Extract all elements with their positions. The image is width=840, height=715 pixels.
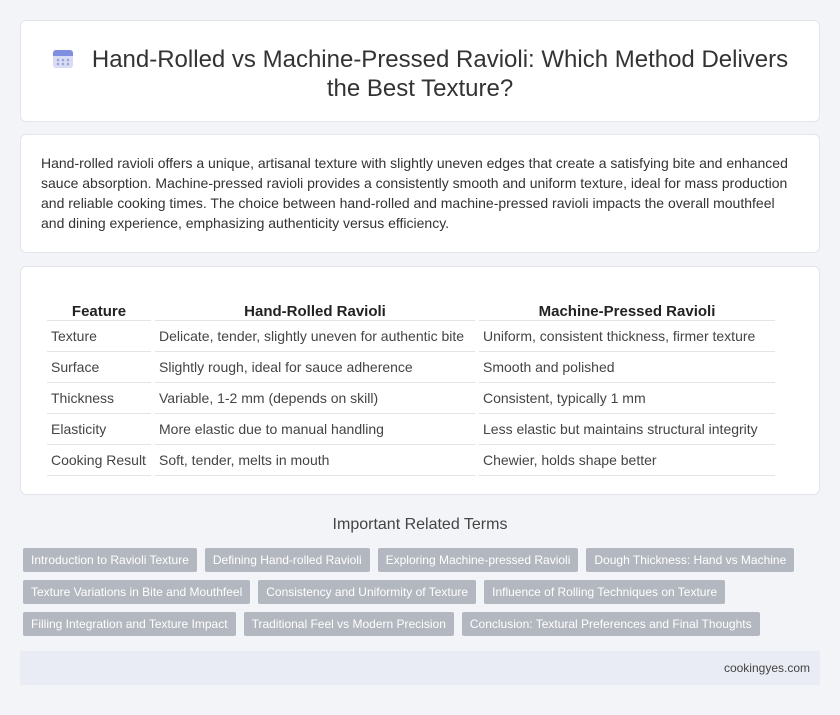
table-cell: Texture [47,321,151,352]
footer-site-link[interactable]: cookingyes.com [723,661,810,675]
header-hand-rolled: Hand-Rolled Ravioli [155,295,475,321]
table-cell: Slightly rough, ideal for sauce adherenc… [155,352,475,383]
tag-row: Texture Variations in Bite and Mouthfeel… [23,580,813,604]
page-title-wrap: Hand-Rolled vs Machine-Pressed Ravioli: … [21,45,819,103]
tag-link[interactable]: Filling Integration and Texture Impact [23,612,236,636]
header-feature: Feature [47,295,151,321]
tag-link[interactable]: Introduction to Ravioli Texture [23,548,197,572]
tag-link[interactable]: Consistency and Uniformity of Texture [258,580,477,604]
table-cell: More elastic due to manual handling [155,414,475,445]
calendar-icon [52,50,73,68]
tag-link[interactable]: Dough Thickness: Hand vs Machine [586,548,795,572]
table-row: Texture Delicate, tender, slightly uneve… [47,321,775,352]
table-cell: Delicate, tender, slightly uneven for au… [155,321,475,352]
table-row: Surface Slightly rough, ideal for sauce … [47,352,775,383]
comparison-card: Feature Hand-Rolled Ravioli Machine-Pres… [20,266,820,495]
table-cell: Variable, 1-2 mm (depends on skill) [155,383,475,414]
table-cell: Less elastic but maintains structural in… [479,414,775,445]
page-title: Hand-Rolled vs Machine-Pressed Ravioli: … [91,46,789,102]
tag-row: Introduction to Ravioli Texture Defining… [23,548,813,572]
tag-link[interactable]: Exploring Machine-pressed Ravioli [377,548,579,572]
tag-link[interactable]: Influence of Rolling Techniques on Textu… [484,580,726,604]
title-card: Hand-Rolled vs Machine-Pressed Ravioli: … [20,20,820,122]
table-header-row: Feature Hand-Rolled Ravioli Machine-Pres… [47,295,775,321]
header-machine-pressed: Machine-Pressed Ravioli [479,295,775,321]
table-cell: Surface [47,352,151,383]
table-row: Elasticity More elastic due to manual ha… [47,414,775,445]
table-row: Cooking Result Soft, tender, melts in mo… [47,445,775,476]
tag-link[interactable]: Traditional Feel vs Modern Precision [243,612,454,636]
table-cell: Uniform, consistent thickness, firmer te… [479,321,775,352]
table-cell: Thickness [47,383,151,414]
table-cell: Consistent, typically 1 mm [479,383,775,414]
intro-card: Hand-rolled ravioli offers a unique, art… [20,134,820,253]
related-terms-title: Important Related Terms [332,516,508,533]
table-row: Thickness Variable, 1-2 mm (depends on s… [47,383,775,414]
comparison-table: Feature Hand-Rolled Ravioli Machine-Pres… [43,295,779,476]
footer: cookingyes.com [20,651,820,685]
intro-paragraph: Hand-rolled ravioli offers a unique, art… [41,155,788,231]
table-cell: Smooth and polished [479,352,775,383]
table-cell: Cooking Result [47,445,151,476]
tag-link[interactable]: Conclusion: Textural Preferences and Fin… [461,612,760,636]
table-cell: Chewier, holds shape better [479,445,775,476]
tag-row: Filling Integration and Texture Impact T… [23,612,813,636]
tag-link[interactable]: Texture Variations in Bite and Mouthfeel [23,580,251,604]
table-cell: Elasticity [47,414,151,445]
table-cell: Soft, tender, melts in mouth [155,445,475,476]
related-terms-tags: Introduction to Ravioli Texture Defining… [23,548,813,644]
tag-link[interactable]: Defining Hand-rolled Ravioli [204,548,370,572]
